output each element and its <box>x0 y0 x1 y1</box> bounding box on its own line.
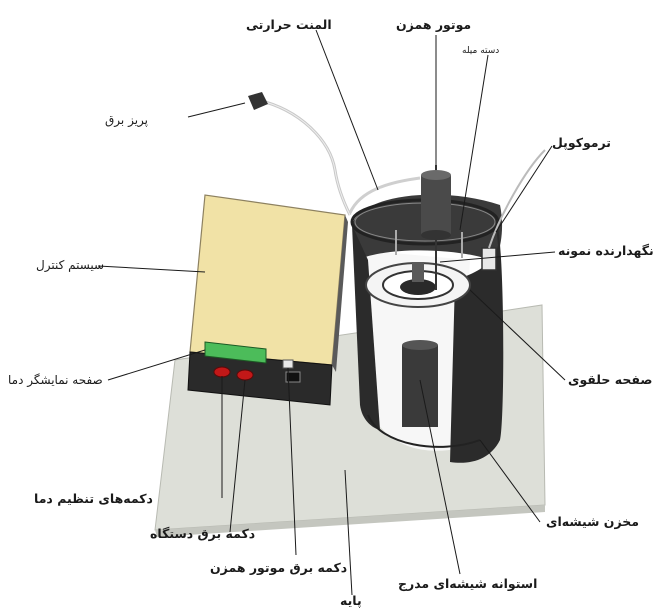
graduated-cylinder-body <box>402 345 438 427</box>
label-temperature-buttons: دکمه‌های تنظیم دما <box>34 491 153 506</box>
temperature-display-screen <box>204 341 267 364</box>
label-graduated-cylinder: استوانه شیشه‌ای مدرج <box>398 576 538 591</box>
temp-button-2 <box>236 369 254 381</box>
label-glass-vessel: مخزن شیشه‌ای <box>546 514 639 529</box>
label-base: پایه <box>340 593 362 608</box>
thermocouple <box>481 247 497 271</box>
power-cable <box>257 98 352 216</box>
control-box-top <box>189 194 346 366</box>
label-power-plug: پریز برق <box>105 113 149 127</box>
label-temperature-display: صفحه نمایشگر دما <box>8 373 103 387</box>
label-motor-power-button: دکمه برق موتور همزن <box>210 560 348 575</box>
control-box <box>187 194 348 406</box>
temp-button-1 <box>213 366 231 378</box>
power-plug <box>248 92 268 110</box>
label-heating-element: المنت حرارتی <box>246 17 332 32</box>
device-power-switch <box>282 359 294 369</box>
label-stirrer-handle: دسته میله <box>462 46 500 56</box>
leader-lines <box>97 29 566 596</box>
sample-holder <box>412 262 424 282</box>
label-thermocouple: ترموکوپل <box>552 135 612 150</box>
label-control-system: سیستم کنترل <box>36 258 105 272</box>
stirrer-motor-body <box>421 175 451 235</box>
label-annular-plate: صفحه حلقوی <box>568 372 653 387</box>
vessel <box>350 149 546 463</box>
label-device-power-button: دکمه برق دستگاه <box>150 526 256 541</box>
motor-power-switch <box>285 371 301 383</box>
label-stirrer-motor: موتور همزن <box>396 17 472 32</box>
label-sample-holder: نگهدارنده نمونه <box>558 243 654 258</box>
